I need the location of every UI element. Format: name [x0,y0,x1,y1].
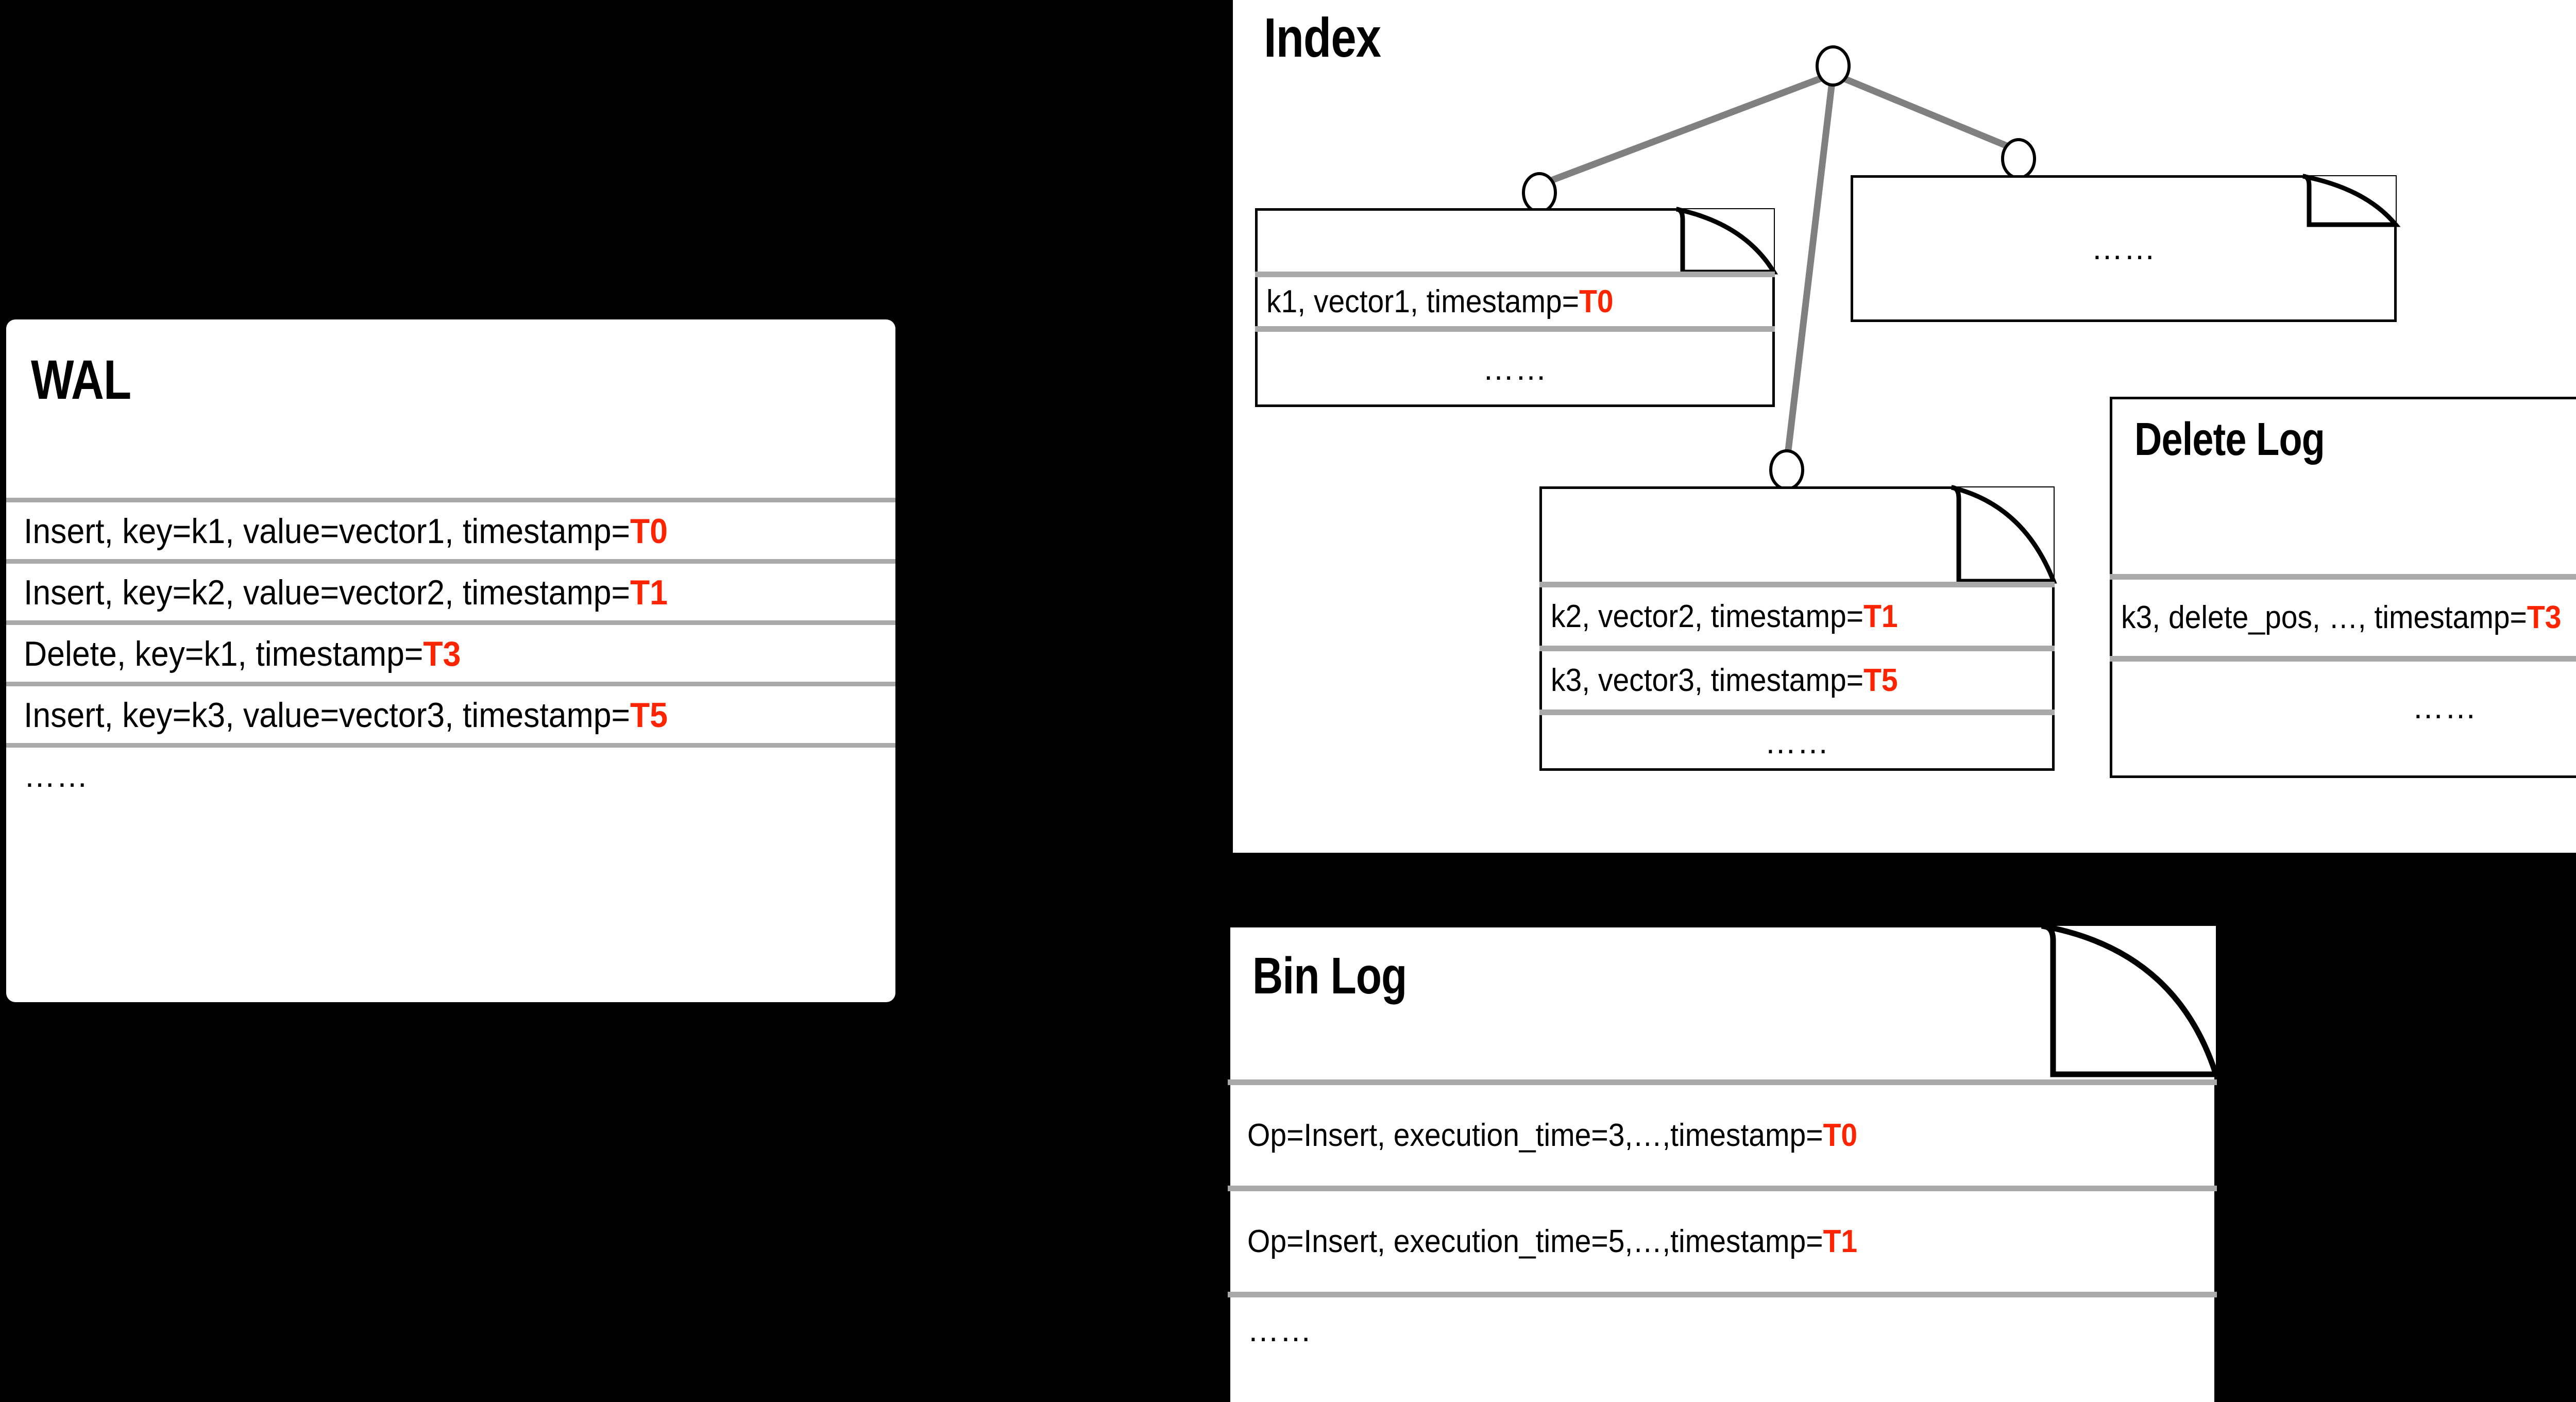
bin-log-separator [1228,1186,2217,1191]
page-curl-icon [1676,207,1778,275]
delete-log-row-0-timestamp: T3 [2527,600,2562,635]
leaf-k2k3-separator [1539,582,2055,587]
leaf-k2k3-row-0-text: k2, vector2, timestamp= [1551,599,1864,634]
leaf-k2k3-row-1: k3, vector3, timestamp=T5 [1551,651,1898,710]
bin-log-row-0-timestamp: T0 [1823,1118,1858,1153]
index-leaf-k2-k3: k2, vector2, timestamp=T1 k3, vector3, t… [1539,485,2057,771]
delete-log-separator [2110,656,2576,662]
delete-log-separator [2110,574,2576,580]
leaf-empty-ellipsis: …… [2091,231,2156,266]
wal-separator [6,743,895,748]
leaf-k2k3-separator [1539,646,2055,651]
wal-row-0-timestamp: T0 [630,512,668,551]
wal-separator [6,620,895,625]
bin-log-row-0: Op=Insert, execution_time=3,…,timestamp=… [1247,1085,1857,1186]
delete-log-title: Delete Log [2134,414,2325,465]
wal-row-3: Insert, key=k3, value=vector3, timestamp… [24,687,668,743]
wal-row-3-text: Insert, key=k3, value=vector3, timestamp… [24,696,631,735]
leaf-k2k3-separator [1539,710,2055,715]
wal-title: WAL [31,348,131,411]
bin-log-panel: Bin Log Op=Insert, execution_time=3,…,ti… [1228,923,2220,1402]
index-title: Index [1264,6,1381,69]
bin-log-row-1-text: Op=Insert, execution_time=5,…,timestamp= [1247,1224,1823,1259]
leaf-k2k3-row-1-timestamp: T5 [1863,663,1898,698]
wal-ellipsis: …… [24,758,89,794]
bin-log-ellipsis: …… [1247,1313,1312,1348]
page-curl-icon [1951,485,2057,584]
leaf-k1-row-0-text: k1, vector1, timestamp= [1266,284,1580,319]
wal-row-2: Delete, key=k1, timestamp=T3 [24,626,461,682]
index-leaf-empty: …… [1851,174,2401,322]
wal-row-1: Insert, key=k2, value=vector2, timestamp… [24,565,668,620]
leaf-k1-row-0-timestamp: T0 [1579,284,1614,319]
bin-log-separator [1228,1079,2217,1085]
leaf-k2k3-ellipsis: …… [1765,725,1829,761]
wal-row-1-timestamp: T1 [630,573,668,612]
delete-log-row-0-text: k3, delete_pos, …, timestamp= [2121,600,2527,635]
index-leaf-k1: k1, vector1, timestamp=T0 …… [1255,207,1778,407]
delete-log-panel: Delete Log k3, delete_pos, …, timestamp=… [2110,397,2576,778]
delete-log-ellipsis: …… [2412,690,2477,725]
leaf-k2k3-row-0: k2, vector2, timestamp=T1 [1551,587,1898,646]
leaf-k1-separator [1255,272,1775,277]
leaf-k1-ellipsis: …… [1482,351,1548,387]
wal-row-1-text: Insert, key=k2, value=vector2, timestamp… [24,573,631,612]
wal-row-3-timestamp: T5 [630,696,668,735]
wal-panel: WAL Insert, key=k1, value=vector1, times… [6,319,895,1002]
bin-log-title: Bin Log [1252,947,1407,1005]
leaf-k2k3-row-0-timestamp: T1 [1863,599,1898,634]
wal-separator [6,559,895,564]
delete-log-row-0: k3, delete_pos, …, timestamp=T3 [2121,580,2561,656]
bin-log-separator [1228,1292,2217,1297]
leaf-k1-separator [1255,326,1775,332]
bin-log-row-1: Op=Insert, execution_time=5,…,timestamp=… [1247,1191,1857,1292]
bin-log-row-1-timestamp: T1 [1823,1224,1858,1259]
wal-separator [6,682,895,686]
wal-row-0: Insert, key=k1, value=vector1, timestamp… [24,503,668,559]
bin-log-row-0-text: Op=Insert, execution_time=3,…,timestamp= [1247,1118,1823,1153]
wal-row-0-text: Insert, key=k1, value=vector1, timestamp… [24,512,631,551]
wal-row-2-text: Delete, key=k1, timestamp= [24,634,423,673]
page-curl-icon [2041,923,2220,1077]
wal-row-2-timestamp: T3 [423,634,461,673]
page-curl-icon [2302,174,2401,227]
leaf-k2k3-row-1-text: k3, vector3, timestamp= [1551,663,1864,698]
leaf-k1-row-0: k1, vector1, timestamp=T0 [1266,277,1614,326]
wal-separator [6,498,895,502]
